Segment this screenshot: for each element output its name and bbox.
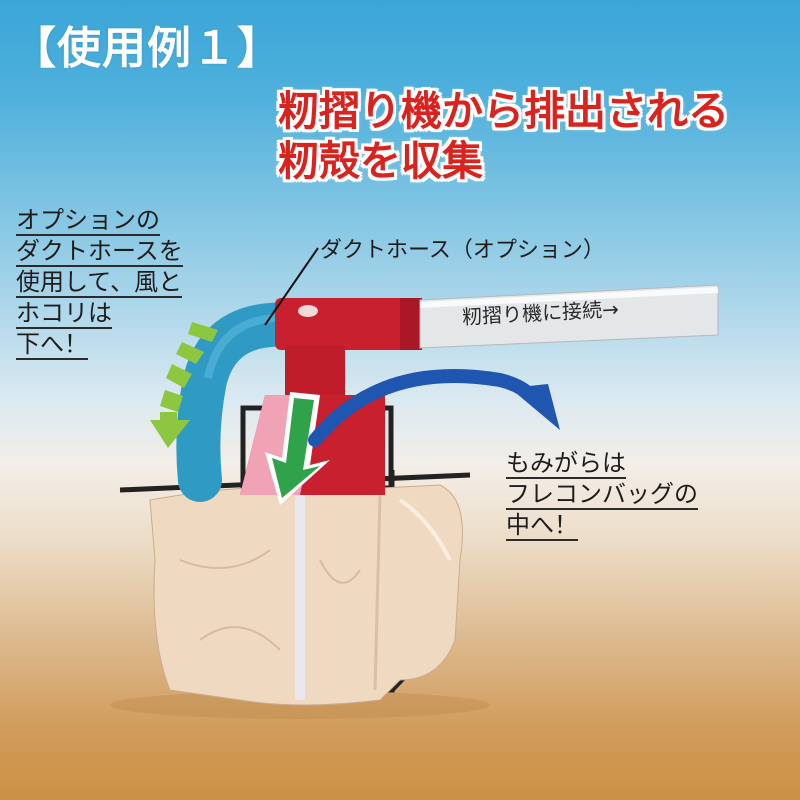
headline-line-1: 籾摺り機から排出される — [278, 87, 729, 135]
hose-note-line: 使用して、風と — [16, 268, 183, 298]
duct-hose-label: ダクトホース（オプション） — [320, 238, 605, 263]
hose-note-line: オプションの — [16, 206, 160, 236]
husk-note-line: 中へ！ — [506, 511, 578, 541]
husk-note: もみがらは フレコンバッグの 中へ！ — [506, 448, 698, 541]
flexible-container-bag — [149, 484, 463, 706]
usage-example-title: 【使用例１】 — [12, 23, 282, 74]
hose-note-line: 下へ！ — [16, 330, 88, 360]
hose-note-line: ホコリは — [16, 299, 112, 329]
hose-note-line: ダクトホースを — [16, 237, 183, 267]
husk-note-line: フレコンバッグの — [506, 480, 698, 510]
husk-note-line: もみがらは — [506, 449, 626, 479]
headline-line-2: 籾殻を収集 — [278, 137, 483, 185]
headline: 籾摺り機から排出される 籾殻を収集 — [278, 86, 729, 186]
airflow-down-arrow — [150, 322, 218, 448]
duct-hose — [176, 302, 312, 502]
hose-note: オプションの ダクトホースを 使用して、風と ホコリは 下へ！ — [16, 205, 183, 360]
husk-flow-arrow — [308, 369, 560, 447]
husk-down-arrow — [265, 392, 330, 505]
callout-line — [264, 247, 319, 326]
